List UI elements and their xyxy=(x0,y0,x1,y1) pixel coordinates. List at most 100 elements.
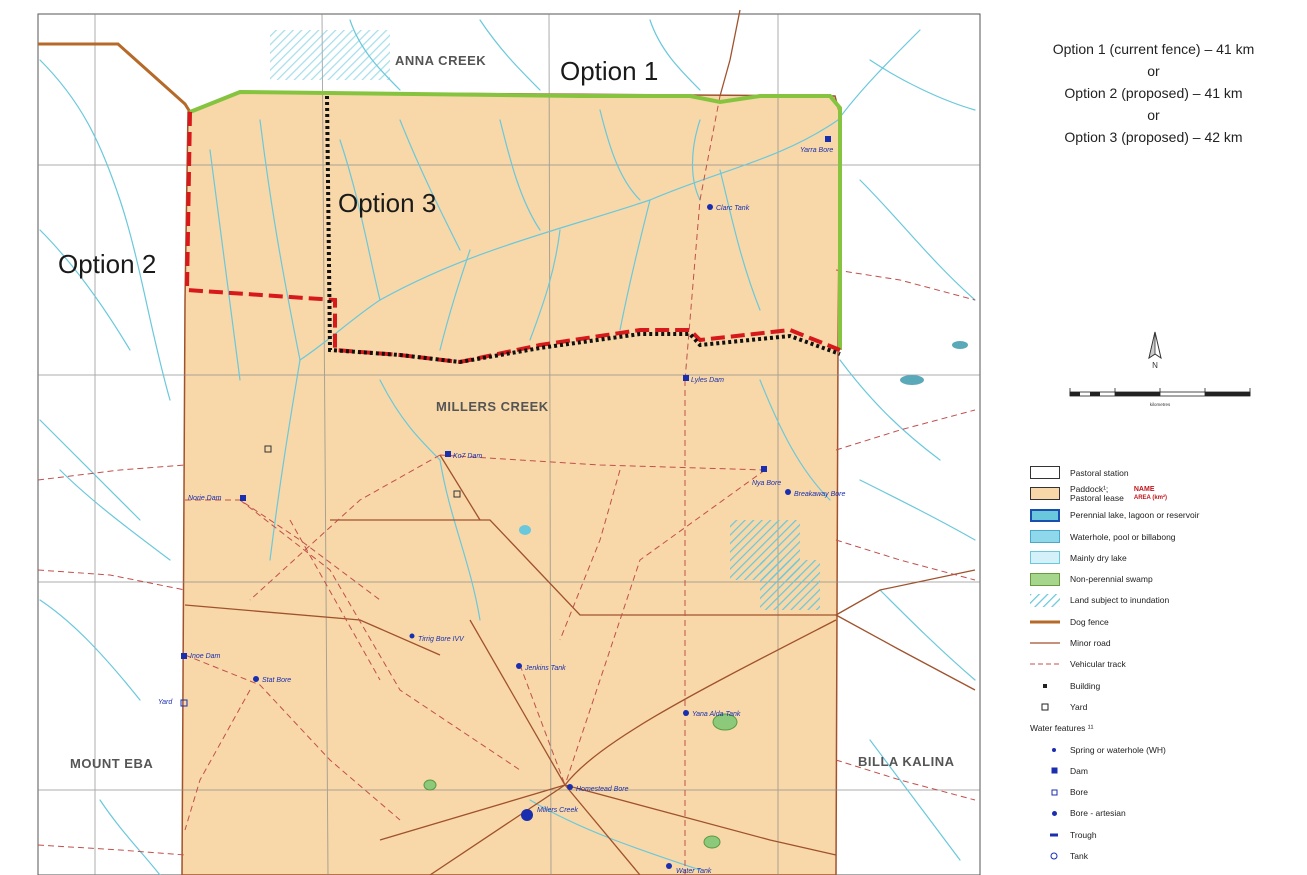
hatch-icon xyxy=(1030,593,1060,607)
minor-road-line-icon xyxy=(1030,642,1060,644)
region-label-millers-creek: MILLERS CREEK xyxy=(436,399,549,414)
swamp xyxy=(423,779,437,791)
box-waterhole-icon xyxy=(1030,530,1060,544)
vehicular-track-line-icon xyxy=(1030,663,1060,665)
bore-icon xyxy=(707,204,713,210)
yard-icon xyxy=(264,445,272,453)
legend-item-building: Building xyxy=(1030,675,1300,696)
svg-text:Nya Bore: Nya Bore xyxy=(752,480,781,487)
legend-item-swamp: Non-perennial swamp xyxy=(1030,568,1300,589)
bore-icon xyxy=(567,784,573,790)
legend-item-yard: Yard xyxy=(1030,696,1300,717)
waterhole xyxy=(900,375,924,385)
dam-icon xyxy=(825,136,831,142)
region-label-anna-creek: ANNA CREEK xyxy=(395,53,486,68)
tank-icon xyxy=(516,663,522,669)
tank-icon xyxy=(683,710,689,716)
dam-icon xyxy=(1051,767,1057,774)
svg-text:Norie Dam: Norie Dam xyxy=(188,495,222,502)
building-icon xyxy=(1043,683,1047,688)
dam-icon xyxy=(761,466,767,472)
bore-icon xyxy=(253,676,259,682)
svg-text:Stat Bore: Stat Bore xyxy=(262,677,291,684)
legend-item-pastoral-station: Pastoral station xyxy=(1030,462,1300,483)
inundation-area xyxy=(760,560,820,610)
legend-item-minor-road: Minor road xyxy=(1030,632,1300,653)
box-drylake-icon xyxy=(1030,551,1060,565)
vehicular-tracks xyxy=(37,95,976,875)
yard-icon xyxy=(453,490,461,498)
legend-item-bore: Bore xyxy=(1030,781,1300,802)
svg-text:Yana Alda Tank: Yana Alda Tank xyxy=(692,711,741,718)
trough-icon xyxy=(1050,833,1058,837)
box-perennial-icon xyxy=(1030,508,1060,522)
option1-summary: Option 1 (current fence) – 41 km xyxy=(1052,41,1255,57)
svg-text:Millers Creek: Millers Creek xyxy=(537,807,578,814)
topographic-map[interactable]: Yarra Bore Clarc Tank Lyles Dam Ko7 Dam … xyxy=(0,0,985,875)
svg-text:Inoe Dam: Inoe Dam xyxy=(190,653,221,660)
option2-summary: Option 2 (proposed) – 41 km xyxy=(1064,85,1243,101)
swamp xyxy=(712,713,738,731)
inundation-area xyxy=(270,30,390,80)
dam-icon xyxy=(180,699,188,707)
scale-bar: kilometres xyxy=(1069,388,1251,407)
north-letter: N xyxy=(1152,361,1158,370)
region-label-mount-eba: MOUNT EBA xyxy=(70,756,153,771)
spring-icon xyxy=(1052,747,1056,752)
swamp xyxy=(703,835,721,849)
svg-text:Yard: Yard xyxy=(158,699,173,706)
dog-fence-line-icon xyxy=(1030,620,1060,624)
options-summary: Option 1 (current fence) – 41 km or Opti… xyxy=(1000,38,1307,148)
or-separator: or xyxy=(1147,63,1160,79)
box-swamp-icon xyxy=(1030,572,1060,586)
svg-text:Breakaway Bore: Breakaway Bore xyxy=(794,491,845,498)
north-arrow-icon: N xyxy=(1148,331,1162,370)
legend-item-spring: Spring or waterhole (WH) xyxy=(1030,739,1300,760)
dam-icon xyxy=(521,809,533,821)
waterhole xyxy=(952,341,968,349)
creeks xyxy=(39,19,976,875)
svg-text:Homestead Bore: Homestead Bore xyxy=(576,786,629,793)
yard-icon xyxy=(1041,703,1049,711)
option3-summary: Option 3 (proposed) – 42 km xyxy=(1064,129,1243,145)
option1-label: Option 1 xyxy=(560,56,658,86)
legend-item-trough: Trough xyxy=(1030,824,1300,845)
tank-icon xyxy=(1050,852,1058,860)
dam-icon xyxy=(445,451,451,457)
svg-text:Yarra Bore: Yarra Bore xyxy=(800,147,833,154)
scale-unit: kilometres xyxy=(1150,402,1171,407)
legend-item-bore-artesian: Bore - artesian xyxy=(1030,803,1300,824)
bore-icon xyxy=(409,633,415,639)
map-legend: Pastoral station Paddock¹; Pastoral leas… xyxy=(1030,462,1300,867)
legend-item-tank: Tank xyxy=(1030,845,1300,866)
svg-text:Ko7 Dam: Ko7 Dam xyxy=(453,453,482,460)
option3-fence xyxy=(325,95,841,365)
bore-icon xyxy=(1051,789,1057,796)
or-separator: or xyxy=(1147,107,1160,123)
svg-text:Lyles Dam: Lyles Dam xyxy=(691,377,724,384)
waterhole xyxy=(519,525,531,535)
water-feature-symbols xyxy=(180,136,831,869)
legend-item-dry-lake: Mainly dry lake xyxy=(1030,547,1300,568)
legend-item-dog-fence: Dog fence xyxy=(1030,611,1300,632)
dam-icon xyxy=(181,653,187,659)
dog-fence xyxy=(38,42,192,113)
svg-text:Tirrig Bore IVV: Tirrig Bore IVV xyxy=(418,636,465,643)
option1-fence xyxy=(189,89,842,350)
legend-water-header: Water features ¹¹ xyxy=(1030,723,1094,734)
grid-lines xyxy=(38,13,980,875)
legend-item-perennial: Perennial lake, lagoon or reservoir xyxy=(1030,505,1300,526)
svg-text:Clarc Tank: Clarc Tank xyxy=(716,205,750,212)
option2-label: Option 2 xyxy=(58,249,156,279)
legend-item-inundation: Land subject to inundation xyxy=(1030,590,1300,611)
legend-item-vehicular-track: Vehicular track xyxy=(1030,654,1300,675)
bore-icon xyxy=(785,489,791,495)
box-white-icon xyxy=(1030,466,1060,480)
svg-text:Jenkins Tank: Jenkins Tank xyxy=(524,665,566,672)
tank-icon xyxy=(666,863,672,869)
feature-labels: Yarra Bore Clarc Tank Lyles Dam Ko7 Dam … xyxy=(158,147,845,875)
region-label-billa-kalina: BILLA KALINA xyxy=(858,754,955,769)
dam-icon xyxy=(683,375,689,381)
minor-roads xyxy=(184,9,976,875)
